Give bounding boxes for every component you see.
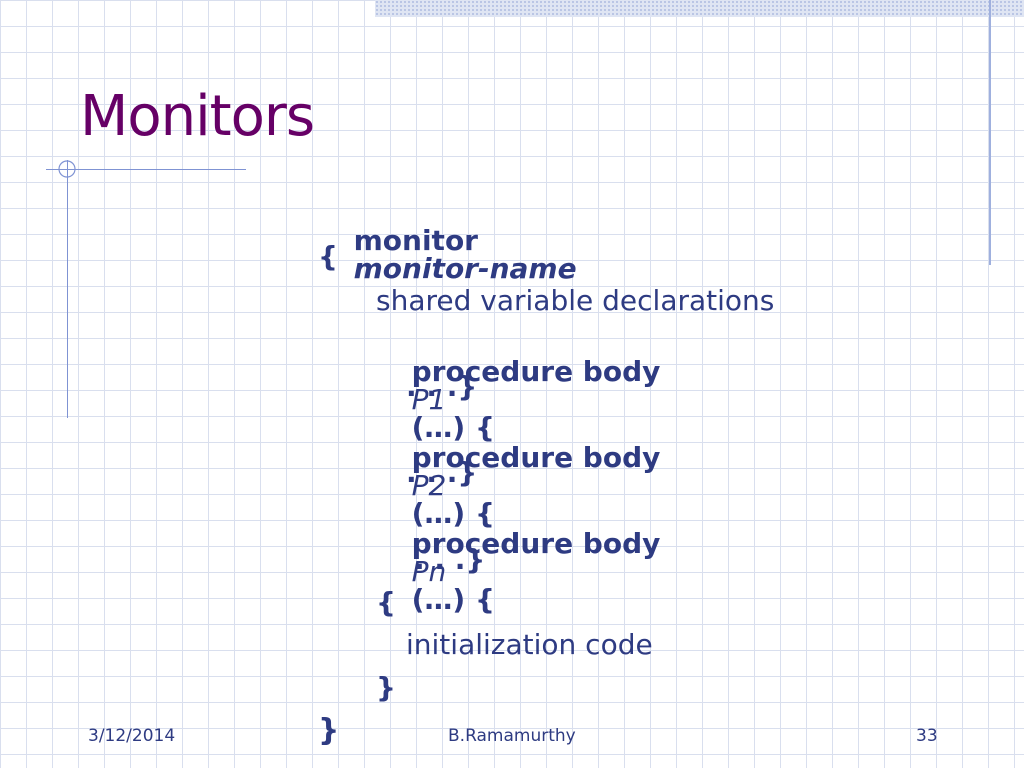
monitor-keyword: monitor	[353, 224, 478, 257]
left-decorative-line	[67, 160, 68, 418]
crosshair-icon	[58, 160, 76, 178]
top-decorative-band	[375, 0, 1024, 17]
procedure-keyword: procedure body	[411, 355, 661, 388]
open-brace: {	[318, 240, 338, 273]
procedure-args: (…) {	[411, 583, 495, 616]
procedure-p2-body-end: . . .}	[406, 456, 478, 489]
procedure-keyword: procedure body	[411, 527, 661, 560]
procedure-name-p2: P2	[411, 469, 447, 502]
footer-author: B.Ramamurthy	[448, 726, 576, 746]
procedure-p1-body-end: . . .}	[406, 370, 478, 403]
slide-title: Monitors	[80, 84, 315, 149]
procedure-name-p1: P1	[411, 383, 447, 416]
init-close-brace: }	[376, 671, 396, 704]
procedure-args: (…) {	[411, 411, 495, 444]
initialization-code-line: initialization code	[406, 628, 653, 661]
procedure-pn-body-end: . . .}	[414, 543, 486, 576]
procedure-name-pn: Pn	[411, 555, 447, 588]
monitor-name-placeholder: monitor-name	[353, 252, 577, 285]
procedure-p2-line: procedure body P2 (…) {	[376, 416, 661, 556]
code-line-monitor-header: monitor monitor-name	[318, 199, 577, 311]
title-underline	[46, 169, 246, 170]
close-brace: }	[318, 713, 340, 748]
page-number: 33	[916, 726, 938, 746]
procedure-p1-line: procedure body P1 (…) {	[376, 330, 661, 470]
shared-variables-line: shared variable declarations	[376, 284, 775, 317]
footer-date: 3/12/2014	[88, 726, 176, 746]
procedure-args: (…) {	[411, 497, 495, 530]
procedure-pn-line: procedure body Pn (…) {	[376, 502, 661, 642]
init-open-brace: {	[376, 586, 396, 619]
right-decorative-line	[989, 0, 991, 265]
procedure-keyword: procedure body	[411, 441, 661, 474]
